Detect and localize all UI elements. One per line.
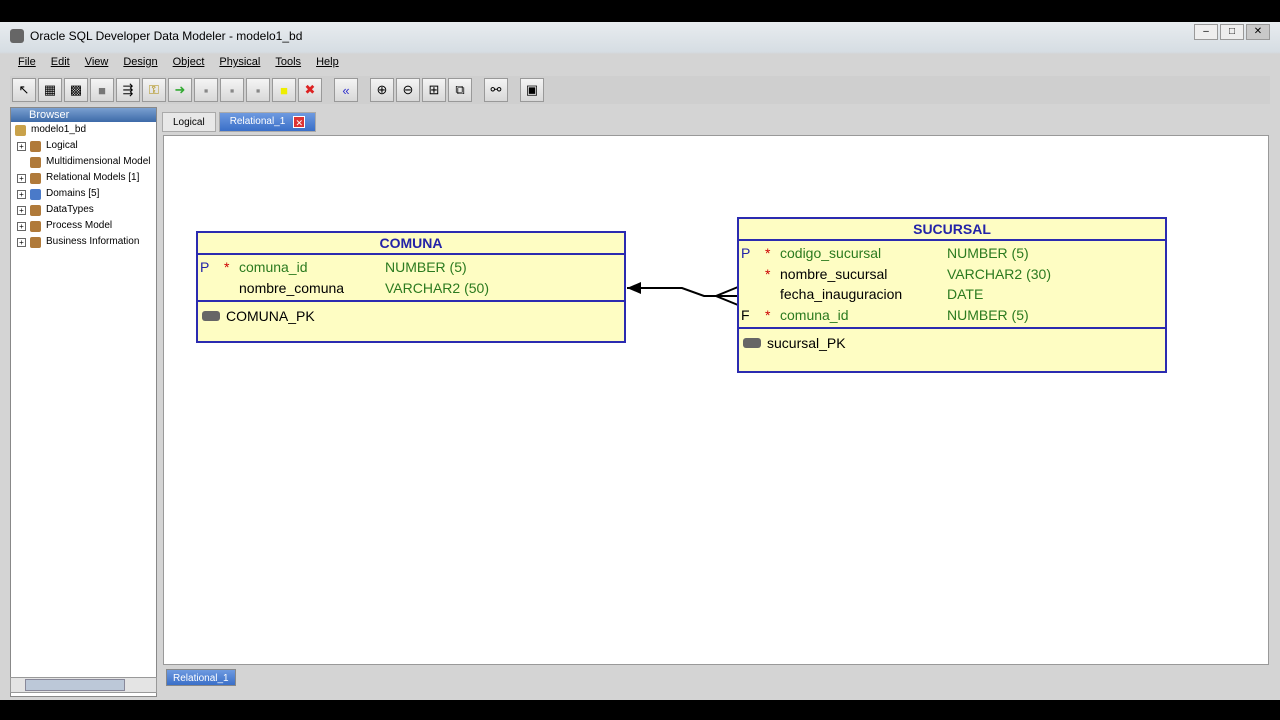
note-icon[interactable]: ■ <box>272 78 296 102</box>
window-title: Oracle SQL Developer Data Modeler - mode… <box>30 29 303 43</box>
default-size-icon[interactable]: ⧉ <box>448 78 472 102</box>
new-view-icon[interactable]: ▩ <box>64 78 88 102</box>
app-icon <box>10 29 24 43</box>
menu-tools[interactable]: Tools <box>275 56 302 68</box>
tree-item-process[interactable]: +Process Model <box>11 218 156 234</box>
menu-design[interactable]: Design <box>123 56 158 68</box>
table-name: SUCURSAL <box>739 219 1165 241</box>
menu-physical[interactable]: Physical <box>219 56 261 68</box>
folder-icon <box>15 124 26 136</box>
disabled-tool-icon[interactable]: ▪ <box>220 78 244 102</box>
expand-icon[interactable]: + <box>17 221 26 231</box>
model-icon <box>30 172 41 184</box>
tab-logical[interactable]: Logical <box>162 112 216 132</box>
expand-icon[interactable]: + <box>17 189 26 199</box>
model-icon <box>30 156 41 168</box>
menu-edit[interactable]: Edit <box>50 56 70 68</box>
properties-icon[interactable]: ▣ <box>520 78 544 102</box>
model-icon <box>30 204 41 216</box>
relationship-connector[interactable] <box>164 136 1270 666</box>
bottom-tab-relational-1[interactable]: Relational_1 <box>166 669 236 686</box>
select-tool-icon[interactable]: ↖ <box>12 78 36 102</box>
toolbar: ↖ ▦ ▩ ■ ⇶ ⚿ ➜ ▪ ▪ ▪ ■ ✖ « ⊕ ⊖ ⊞ ⧉ ⚯ ▣ <box>10 76 1270 104</box>
key-icon <box>743 338 761 348</box>
primary-key[interactable]: COMUNA_PK <box>198 302 624 324</box>
expand-icon[interactable]: + <box>17 237 26 247</box>
browser-panel: Browser modelo1_bd +Logical Multidimensi… <box>10 107 157 697</box>
model-icon <box>30 220 41 232</box>
merge-tables-icon[interactable]: ⇶ <box>116 78 140 102</box>
engineer-left-icon[interactable]: « <box>334 78 358 102</box>
menu-bar: File Edit View Design Object Physical To… <box>10 52 1270 72</box>
close-button[interactable]: ✕ <box>1246 24 1270 40</box>
zoom-out-icon[interactable]: ⊖ <box>396 78 420 102</box>
close-tab-icon[interactable]: ✕ <box>293 116 306 128</box>
diagram-canvas[interactable] <box>163 135 1269 665</box>
expand-icon[interactable]: + <box>17 141 26 151</box>
tab-relational-1[interactable]: Relational_1✕ <box>218 112 317 132</box>
disabled-tool-icon[interactable]: ▪ <box>246 78 270 102</box>
fit-screen-icon[interactable]: ⊞ <box>422 78 446 102</box>
new-fk-icon[interactable]: ⚿ <box>142 78 166 102</box>
crows-foot-icon <box>713 286 739 306</box>
menu-file[interactable]: File <box>18 56 36 68</box>
tree-item-logical[interactable]: +Logical <box>11 138 156 154</box>
browser-horizontal-scrollbar[interactable] <box>10 677 157 693</box>
menu-object[interactable]: Object <box>172 56 205 68</box>
primary-key[interactable]: sucursal_PK <box>739 329 1165 351</box>
maximize-button[interactable]: □ <box>1220 24 1244 40</box>
find-binoculars-icon[interactable]: ⚯ <box>484 78 508 102</box>
tree-item-business[interactable]: +Business Information <box>11 234 156 250</box>
model-icon <box>30 140 41 152</box>
arrow-right-icon[interactable]: ➜ <box>168 78 192 102</box>
expand-icon[interactable]: + <box>17 173 26 183</box>
arrow-head-icon <box>627 282 641 294</box>
tree-item-multidimensional[interactable]: Multidimensional Model <box>11 154 156 170</box>
model-icon <box>30 236 41 248</box>
tree-item-relational[interactable]: +Relational Models [1] <box>11 170 156 186</box>
tree-item-datatypes[interactable]: +DataTypes <box>11 202 156 218</box>
menu-help[interactable]: Help <box>316 56 339 68</box>
disabled-tool-icon[interactable]: ▪ <box>194 78 218 102</box>
tree-item-domains[interactable]: +Domains [5] <box>11 186 156 202</box>
key-icon <box>202 311 220 321</box>
expand-icon[interactable]: + <box>17 205 26 215</box>
tree-root[interactable]: modelo1_bd <box>11 122 156 138</box>
domain-icon <box>30 188 41 200</box>
delete-icon[interactable]: ✖ <box>298 78 322 102</box>
diagram-tabs: Logical Relational_1✕ <box>162 112 319 134</box>
split-table-icon[interactable]: ■ <box>90 78 114 102</box>
minimize-button[interactable]: – <box>1194 24 1218 40</box>
table-name: COMUNA <box>198 233 624 255</box>
new-table-icon[interactable]: ▦ <box>38 78 62 102</box>
title-bar: Oracle SQL Developer Data Modeler - mode… <box>0 22 1280 50</box>
browser-title: Browser <box>11 108 156 122</box>
zoom-in-icon[interactable]: ⊕ <box>370 78 394 102</box>
menu-view[interactable]: View <box>84 56 109 68</box>
